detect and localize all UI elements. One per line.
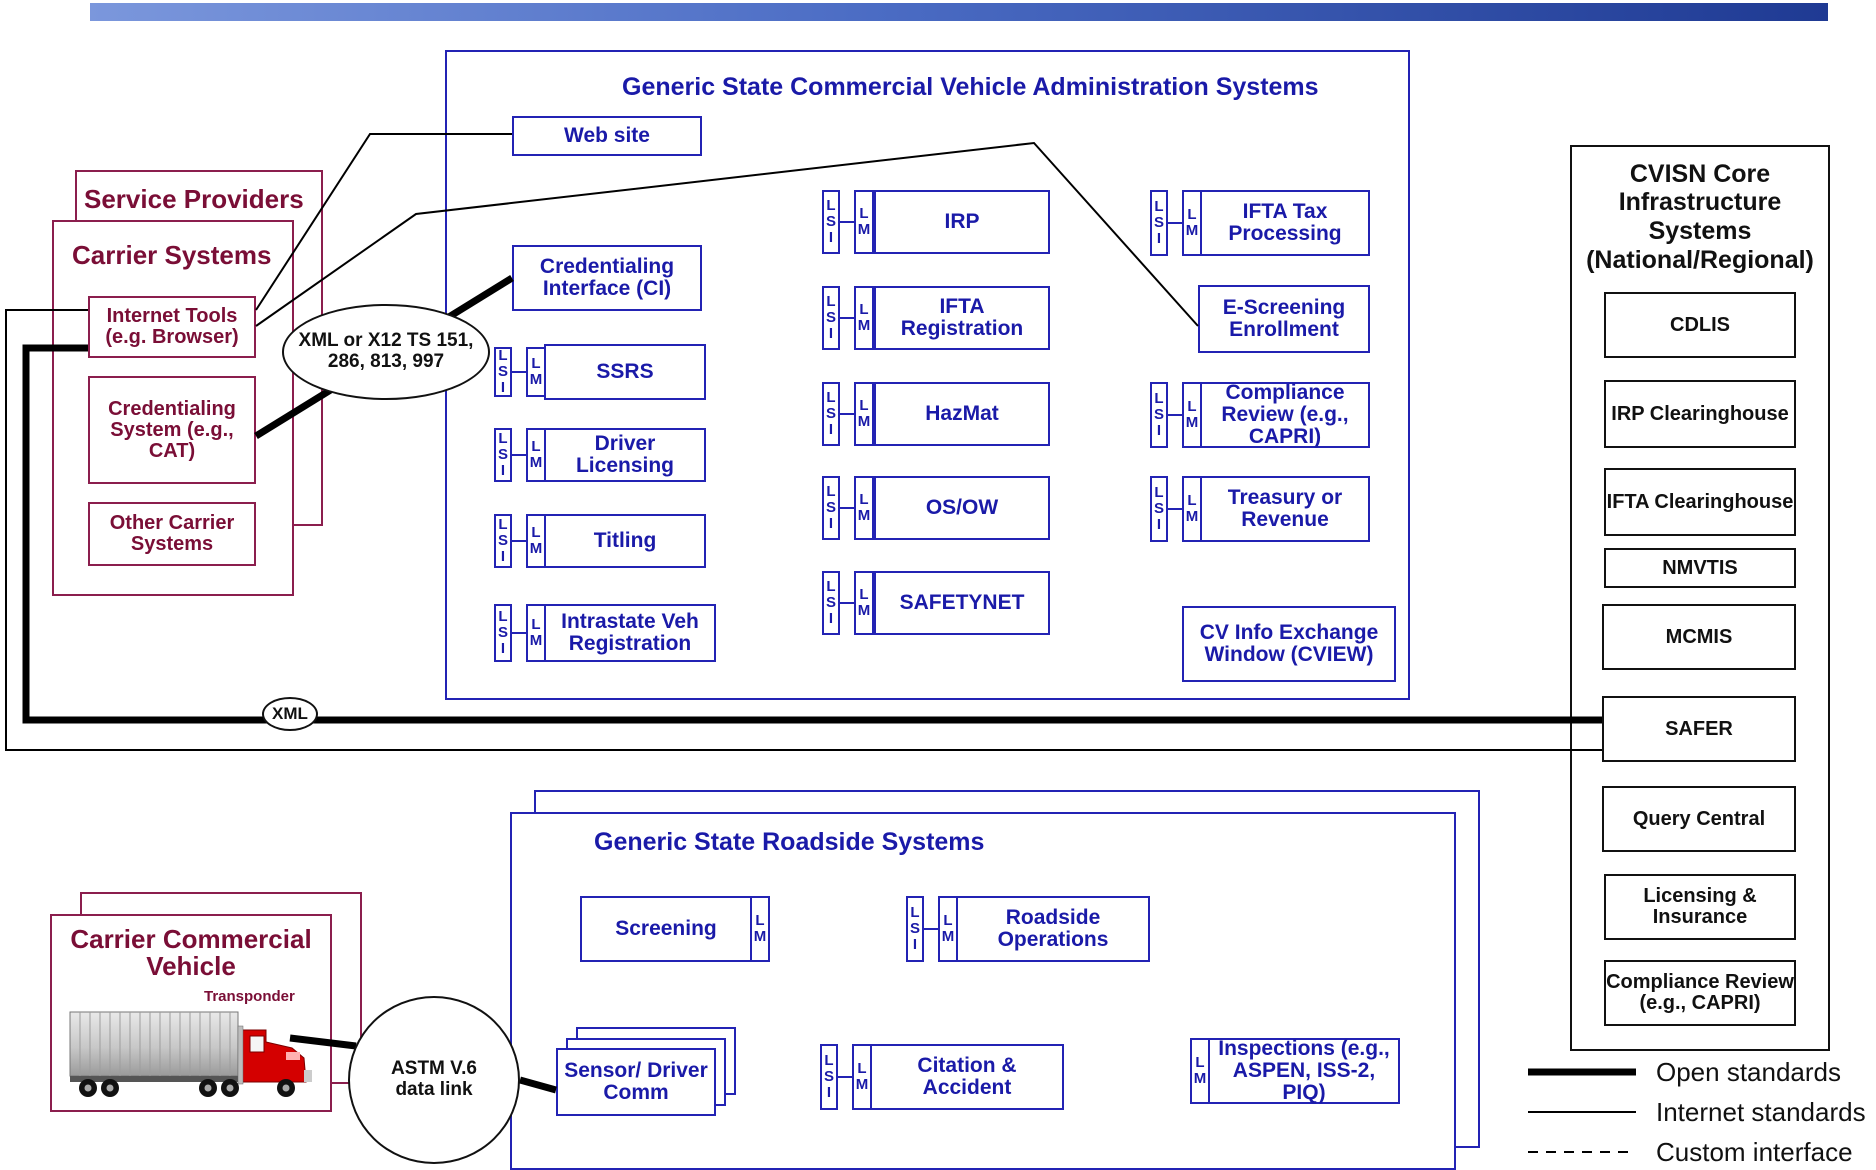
intrastate-registration-box: Intrastate Veh Registration — [544, 604, 716, 662]
query-central-box: Query Central — [1602, 786, 1796, 852]
open-line-transponder — [289, 1034, 357, 1050]
lm-tag: L M — [854, 382, 874, 446]
lsi-tag: L S I — [494, 428, 512, 482]
legend-open-standards: Open standards — [1656, 1057, 1842, 1087]
xml-x12-ellipse: XML or X12 TS 151, 286, 813, 997 — [282, 304, 490, 400]
internet-line-escreening — [255, 141, 1199, 327]
internet-line-web — [255, 133, 512, 311]
lsi-tag: L S I — [494, 514, 512, 568]
citation-accident-box: Citation & Accident — [870, 1044, 1064, 1110]
lsi-tag: L S I — [906, 896, 924, 962]
lsi-tag: L S I — [1150, 382, 1168, 448]
open-line-sensor — [519, 1076, 557, 1094]
osow-box: OS/OW — [874, 476, 1050, 540]
web-site-box: Web site — [512, 116, 702, 156]
inspections-box: Inspections (e.g., ASPEN, ISS-2, PIQ) — [1208, 1037, 1400, 1104]
title-bar — [90, 3, 1828, 21]
lsi-tag: L S I — [822, 190, 840, 254]
mcmis-box: MCMIS — [1602, 604, 1796, 670]
open-line-xml-safer — [22, 344, 1602, 724]
safer-box: SAFER — [1602, 696, 1796, 762]
driver-licensing-box: Driver Licensing — [544, 428, 706, 482]
lm-tag: L M — [854, 190, 874, 254]
legend-custom-interface: Custom interface — [1656, 1137, 1853, 1167]
truck-icon — [69, 1011, 312, 1097]
titling-box: Titling — [544, 514, 706, 568]
internet-tools-box: Internet Tools (e.g. Browser) — [88, 296, 256, 358]
safetynet-box: SAFETYNET — [874, 571, 1050, 635]
vehicle-title: Carrier Commercial Vehicle — [52, 918, 330, 988]
treasury-box: Treasury or Revenue — [1200, 476, 1370, 542]
e-screening-box: E-Screening Enrollment — [1198, 285, 1370, 353]
lm-tag: L M — [854, 571, 874, 635]
lsi-tag: L S I — [494, 347, 512, 397]
ifta-tax-box: IFTA Tax Processing — [1200, 190, 1370, 256]
cvisn-title: CVISN Core Infrastructure Systems (Natio… — [1572, 158, 1828, 276]
lsi-tag: L S I — [822, 286, 840, 350]
state-admin-title: Generic State Commercial Vehicle Adminis… — [622, 73, 1319, 101]
internet-line-safer — [5, 309, 1602, 751]
irp-clearinghouse-box: IRP Clearinghouse — [1604, 380, 1796, 448]
ifta-registration-box: IFTA Registration — [874, 286, 1050, 350]
licensing-insurance-box: Licensing & Insurance — [1604, 874, 1796, 940]
lm-tag: L M — [750, 896, 770, 962]
roadside-operations-box: Roadside Operations — [956, 896, 1150, 962]
lsi-tag: L S I — [1150, 476, 1168, 542]
compliance-review-cvisn-box: Compliance Review (e.g., CAPRI) — [1604, 960, 1796, 1026]
xml-ellipse: XML — [262, 697, 318, 731]
transponder-label: Transponder — [204, 988, 295, 1005]
ssrs-box: SSRS — [544, 344, 706, 400]
lm-tag: L M — [854, 286, 874, 350]
credentialing-system-box: Credentialing System (e.g., CAT) — [88, 376, 256, 484]
lsi-tag: L S I — [822, 476, 840, 540]
ifta-clearinghouse-box: IFTA Clearinghouse — [1604, 468, 1796, 536]
lm-tag: L M — [1182, 382, 1202, 448]
lm-tag: L M — [1182, 476, 1202, 542]
compliance-review-box: Compliance Review (e.g., CAPRI) — [1200, 381, 1370, 448]
lsi-tag: L S I — [822, 571, 840, 635]
hazmat-box: HazMat — [874, 382, 1050, 446]
roadside-title: Generic State Roadside Systems — [594, 828, 985, 856]
credentialing-interface-box: Credentialing Interface (CI) — [512, 245, 702, 311]
lsi-tag: L S I — [1150, 190, 1168, 256]
service-providers-label: Service Providers — [84, 184, 304, 214]
sensor-driver-comm-box: Sensor/ Driver Comm — [556, 1048, 716, 1116]
irp-box: IRP — [874, 190, 1050, 254]
lm-tag: L M — [526, 604, 546, 662]
lm-tag: L M — [854, 476, 874, 540]
nmvtis-box: NMVTIS — [1604, 548, 1796, 588]
lsi-tag: L S I — [822, 382, 840, 446]
screening-box: Screening — [580, 896, 752, 962]
cview-box: CV Info Exchange Window (CVIEW) — [1182, 606, 1396, 682]
lsi-tag: L S I — [820, 1044, 838, 1110]
carrier-systems-label: Carrier Systems — [72, 240, 272, 270]
other-carrier-systems-box: Other Carrier Systems — [88, 502, 256, 566]
cdlis-box: CDLIS — [1604, 292, 1796, 358]
astm-data-link-circle: ASTM V.6 data link — [348, 996, 520, 1164]
lsi-tag: L S I — [494, 604, 512, 662]
legend-internet-standards: Internet standards — [1656, 1097, 1866, 1127]
